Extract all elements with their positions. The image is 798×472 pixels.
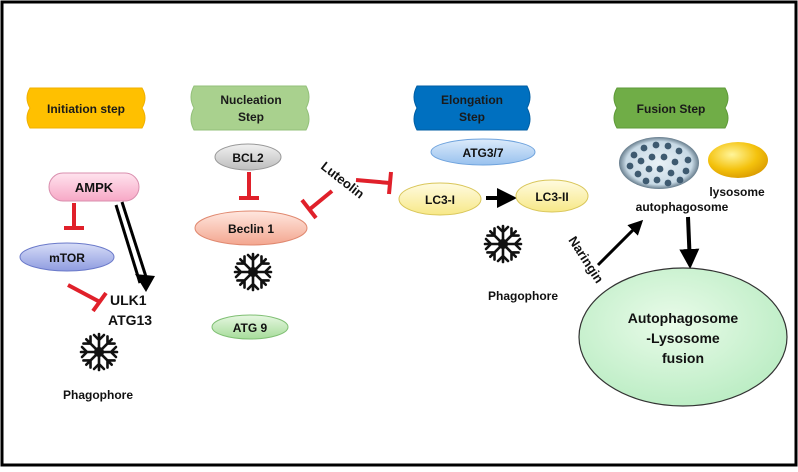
ampk-activates-ulk1 [114,201,155,292]
elongation-step-header: Elongation Step [413,85,531,131]
ampk-label: AMPK [75,180,114,195]
fusion-label-line1: Autophagosome [628,310,739,326]
beclin1-node: Beclin 1 [194,210,308,246]
luteolin-inhibits-lc3i [355,171,393,195]
elongation-step-label-line1: Elongation [441,93,503,107]
mtor-label: mTOR [49,251,85,265]
atg37-node: ATG3/7 [430,138,536,166]
atg9-label: ATG 9 [233,321,268,335]
lysosome-label: lysosome [709,185,765,199]
autophagosome-to-fusion-arrow [679,216,700,269]
phagophore-icon-elongation [483,224,523,264]
lc3ii-node: LC3-II [515,179,589,213]
bcl2-inhibits-beclin1 [239,172,259,200]
atg13-label: ATG13 [108,312,152,328]
phagophore-label-initiation: Phagophore [63,388,133,402]
beclin1-label: Beclin 1 [228,222,274,236]
atg37-label: ATG3/7 [462,146,503,160]
lc3ii-label: LC3-II [535,190,568,204]
phagophore-icon-nucleation [233,252,273,292]
nucleation-step-header: Nucleation Step [190,85,310,131]
naringin-to-autophagosome-arrow [596,219,644,267]
autophagosome-icon [619,137,699,189]
nucleation-step-label-line2: Step [238,110,264,124]
mtor-inhibits-ulk1 [67,283,108,313]
atg9-node: ATG 9 [211,314,289,340]
ulk1-label: ULK1 [110,292,147,308]
fusion-label-line3: fusion [662,350,704,366]
ampk-inhibits-mtor [64,203,84,230]
initiation-step-header: Initiation step [26,87,146,129]
phagophore-label-elongation: Phagophore [488,289,558,303]
fusion-step-label: Fusion Step [637,102,706,116]
mtor-node: mTOR [19,242,115,272]
nucleation-step-label-line1: Nucleation [220,93,281,107]
fusion-circle: Autophagosome -Lysosome fusion [578,267,788,407]
phagophore-icon-initiation [79,332,119,372]
fusion-step-header: Fusion Step [613,87,729,129]
lc3i-label: LC3-I [425,193,455,207]
autophagosome-label: autophagosome [636,200,729,214]
bcl2-label: BCL2 [232,151,264,165]
bcl2-node: BCL2 [214,143,282,171]
initiation-step-label: Initiation step [47,102,125,116]
fusion-label-line2: -Lysosome [646,330,720,346]
ampk-node: AMPK [48,172,140,202]
lc3i-node: LC3-I [398,182,482,216]
luteolin-inhibits-beclin1 [300,189,334,220]
elongation-step-label-line2: Step [459,110,485,124]
lysosome-icon [708,142,768,178]
